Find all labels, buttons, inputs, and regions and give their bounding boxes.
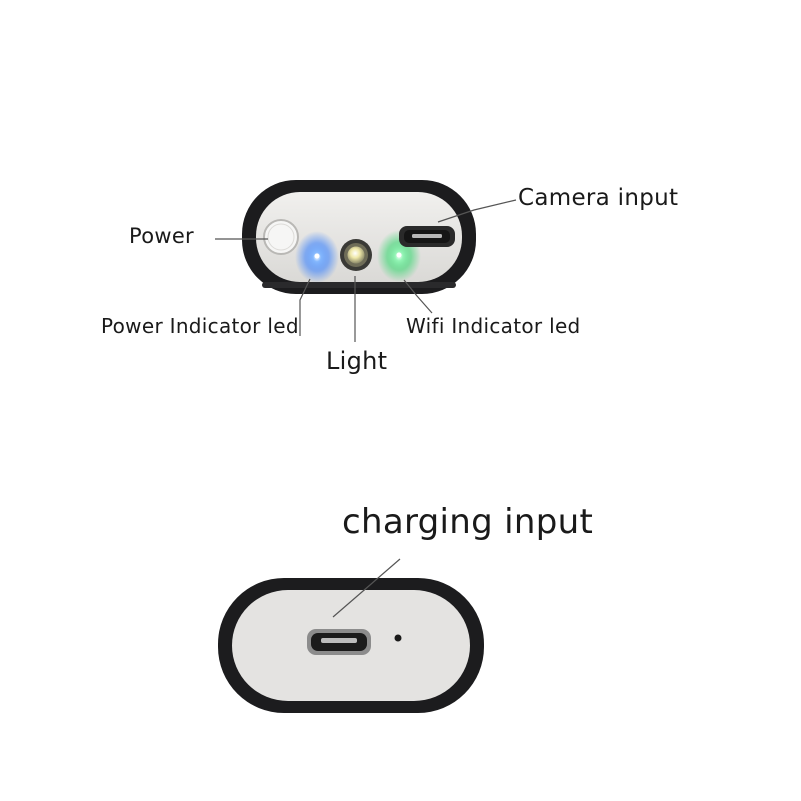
charging-leader-line [332,558,401,618]
charging-input-label: charging input [342,502,594,542]
camera-leader-line [437,199,517,223]
micro-usb-port-icon [307,629,371,655]
pinhole-icon [394,634,402,642]
power-indicator-led-label: Power Indicator led [101,314,299,338]
light-label: Light [326,347,388,375]
power-label: Power [129,224,194,248]
power-led-leader-line [299,278,311,336]
wifi-indicator-led-label: Wifi Indicator led [406,314,581,338]
top-leader-lines [215,199,517,342]
power-button-icon [263,219,299,255]
power-indicator-led [295,231,339,283]
wifi-led-leader-line [403,279,433,314]
top-device-bottom-edge [262,282,456,288]
camera-port-icon [399,226,455,247]
camera-input-label: Camera input [518,185,679,211]
top-device [242,180,476,294]
led-light-icon [340,239,372,271]
bottom-device [218,578,484,713]
